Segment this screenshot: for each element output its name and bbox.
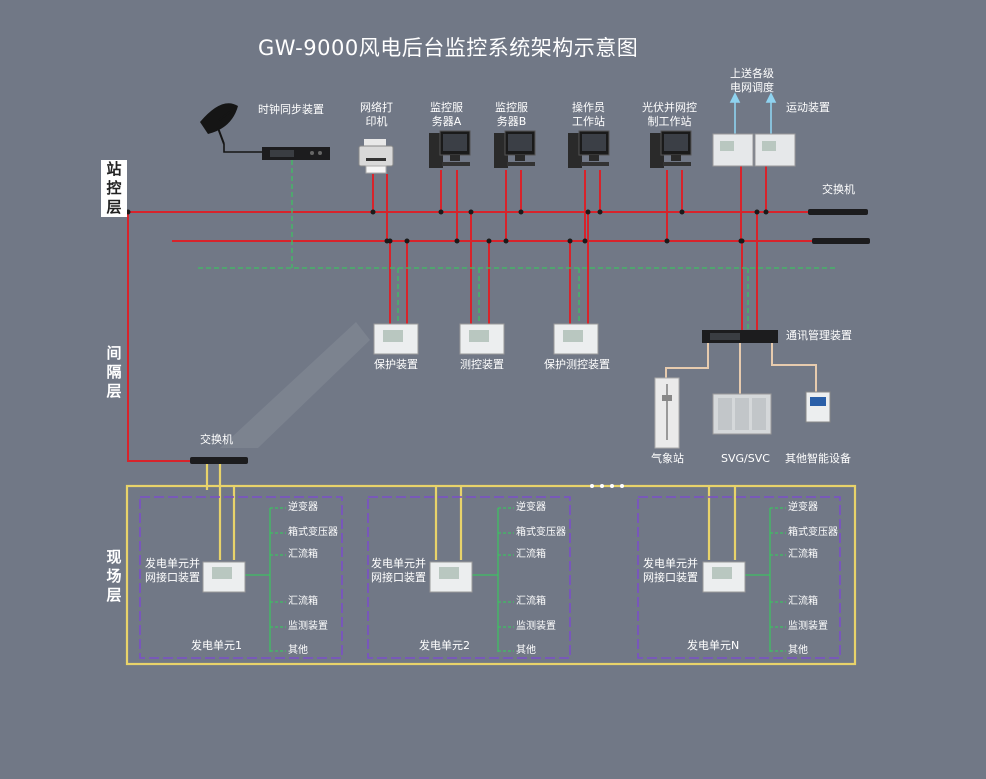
layer-label-station: 站 控 层 <box>101 160 127 217</box>
bay-switch-label: 交换机 <box>200 433 233 446</box>
svg-label: SVG/SVC <box>721 452 770 465</box>
unitn-device-label: 发电单元并 网接口装置 <box>643 557 698 584</box>
unit1-branch-other: 其他 <box>288 645 308 656</box>
unitn-branch-monitor: 监测装置 <box>788 621 828 632</box>
printer-label: 网络打 印机 <box>360 101 393 128</box>
smart-meter-icon <box>805 391 831 423</box>
unitn-branch-combiner-2: 汇流箱 <box>788 596 818 607</box>
unitn-branch-combiner-1: 汇流箱 <box>788 549 818 560</box>
weather-station-icon <box>654 377 680 449</box>
telecontrol-label: 运动装置 <box>786 101 830 114</box>
measure-control-label: 测控装置 <box>460 358 504 371</box>
dispatch-arrows <box>729 92 777 134</box>
server-a-icon <box>429 130 471 168</box>
unitn-branch-inverter: 逆变器 <box>788 502 818 513</box>
projection-beam <box>220 322 370 448</box>
prot-measure-control-device-icon <box>553 323 599 355</box>
unit2-branch-transformer: 箱式变压器 <box>516 527 566 538</box>
unit-boxes <box>139 496 841 659</box>
measure-control-device-icon <box>459 323 505 355</box>
unit1-branch-combiner-1: 汇流箱 <box>288 549 318 560</box>
comm-manager-device-icon <box>702 330 778 343</box>
dispatch-label: 上送各级 电网调度 <box>730 67 774 94</box>
unit-interface-device-icons <box>202 561 746 593</box>
telecontrol-device-icon <box>712 133 796 167</box>
station-switch-label: 交换机 <box>822 183 855 196</box>
unit1-branch-transformer: 箱式变压器 <box>288 527 338 538</box>
field-dots <box>590 484 624 488</box>
unit1-branch-combiner-2: 汇流箱 <box>288 596 318 607</box>
server-a-label: 监控服 务器A <box>430 101 463 128</box>
unit2-name: 发电单元2 <box>419 639 470 652</box>
network-junctions <box>125 209 769 244</box>
svg-cabinet-icon <box>712 393 772 435</box>
unit2-device-label: 发电单元并 网接口装置 <box>371 557 426 584</box>
unit1-device-label: 发电单元并 网接口装置 <box>145 557 200 584</box>
unit2-branch-combiner-1: 汇流箱 <box>516 549 546 560</box>
unit1-name: 发电单元1 <box>191 639 242 652</box>
comm-manager-label: 通讯管理装置 <box>786 329 852 342</box>
unit2-branch-other: 其他 <box>516 645 536 656</box>
satellite-dish-icon <box>200 103 262 153</box>
unitn-name: 发电单元N <box>687 639 740 652</box>
time-sync-bus <box>198 160 836 330</box>
unit2-branch-monitor: 监测装置 <box>516 621 556 632</box>
pv-grid-workstation-icon <box>650 130 692 168</box>
layer-label-field: 现 场 层 <box>106 548 122 604</box>
protection-device-icon <box>373 323 419 355</box>
page-title: GW-9000风电后台监控系统架构示意图 <box>258 36 639 60</box>
printer-icon <box>358 139 394 174</box>
field-bus-yellow <box>125 463 857 666</box>
server-b-label: 监控服 务器B <box>495 101 528 128</box>
clock-sync-label: 时钟同步装置 <box>258 103 324 116</box>
clock-sync-device-icon <box>262 147 330 160</box>
other-smart-label: 其他智能设备 <box>785 452 851 465</box>
operator-label: 操作员 工作站 <box>572 101 605 128</box>
bay-switch-icon <box>190 457 248 464</box>
unit2-branch-combiner-2: 汇流箱 <box>516 596 546 607</box>
unit1-branch-inverter: 逆变器 <box>288 502 318 513</box>
unitn-branch-transformer: 箱式变压器 <box>788 527 838 538</box>
pv-grid-label: 光伏并网控 制工作站 <box>642 101 697 128</box>
weather-label: 气象站 <box>651 452 684 465</box>
comm-manager-links <box>665 343 817 395</box>
operator-workstation-icon <box>568 130 610 168</box>
prot-measure-control-label: 保护测控装置 <box>544 358 610 371</box>
server-b-icon <box>494 130 536 168</box>
unitn-branch-other: 其他 <box>788 645 808 656</box>
unit1-branch-monitor: 监测装置 <box>288 621 328 632</box>
station-switch-icon <box>808 209 870 244</box>
protection-label: 保护装置 <box>374 358 418 371</box>
layer-label-bay: 间 隔 层 <box>106 344 122 400</box>
unit2-branch-inverter: 逆变器 <box>516 502 546 513</box>
unit-branches <box>245 507 786 652</box>
